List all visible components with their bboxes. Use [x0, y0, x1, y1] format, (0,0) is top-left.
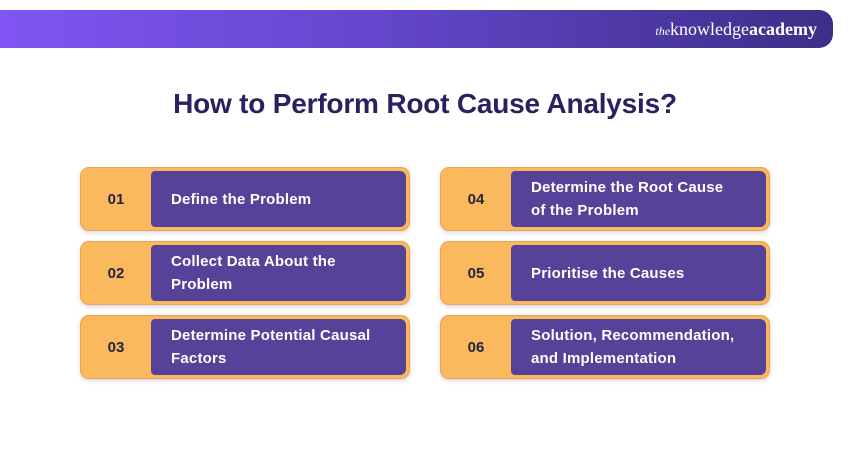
- step-number-badge: 06: [467, 338, 485, 356]
- step-label-bar: Prioritise the Causes: [511, 245, 766, 301]
- step-label: Prioritise the Causes: [531, 264, 685, 282]
- step-label: Determine the Root Cause of the Problem: [531, 179, 724, 219]
- step-item-02: 02 Collect Data About the Problem: [80, 241, 410, 305]
- brand-logo: theknowledgeacademy: [655, 20, 817, 39]
- logo-word-knowledge: knowledge: [670, 18, 750, 39]
- step-label-bar: Determine Potential Causal Factors: [151, 319, 406, 375]
- header-bar: theknowledgeacademy: [0, 10, 833, 48]
- step-label: Solution, Recommendation, and Implementa…: [531, 327, 735, 367]
- step-item-06: 06 Solution, Recommendation, and Impleme…: [440, 315, 770, 379]
- step-item-04: 04 Determine the Root Cause of the Probl…: [440, 167, 770, 231]
- step-label: Define the Problem: [171, 190, 312, 208]
- step-label-bar: Define the Problem: [151, 171, 406, 227]
- step-label-bar: Collect Data About the Problem: [151, 245, 406, 301]
- step-number-badge: 05: [467, 264, 485, 282]
- step-item-05: 05 Prioritise the Causes: [440, 241, 770, 305]
- step-item-01: 01 Define the Problem: [80, 167, 410, 231]
- step-item-03: 03 Determine Potential Causal Factors: [80, 315, 410, 379]
- step-number-badge: 02: [107, 264, 125, 282]
- step-label-bar: Solution, Recommendation, and Implementa…: [511, 319, 766, 375]
- steps-grid: 01 Define the Problem 02 Collect Data Ab…: [80, 167, 770, 379]
- logo-word-the: the: [655, 23, 671, 38]
- page-title: How to Perform Root Cause Analysis?: [173, 88, 677, 119]
- logo-word-academy: academy: [749, 18, 817, 39]
- step-number-badge: 04: [467, 190, 485, 208]
- step-label: Determine Potential Causal Factors: [171, 327, 371, 367]
- step-label-bar: Determine the Root Cause of the Problem: [511, 171, 766, 227]
- step-number-badge: 03: [107, 338, 125, 356]
- step-label: Collect Data About the Problem: [171, 253, 336, 293]
- step-number-badge: 01: [107, 190, 125, 208]
